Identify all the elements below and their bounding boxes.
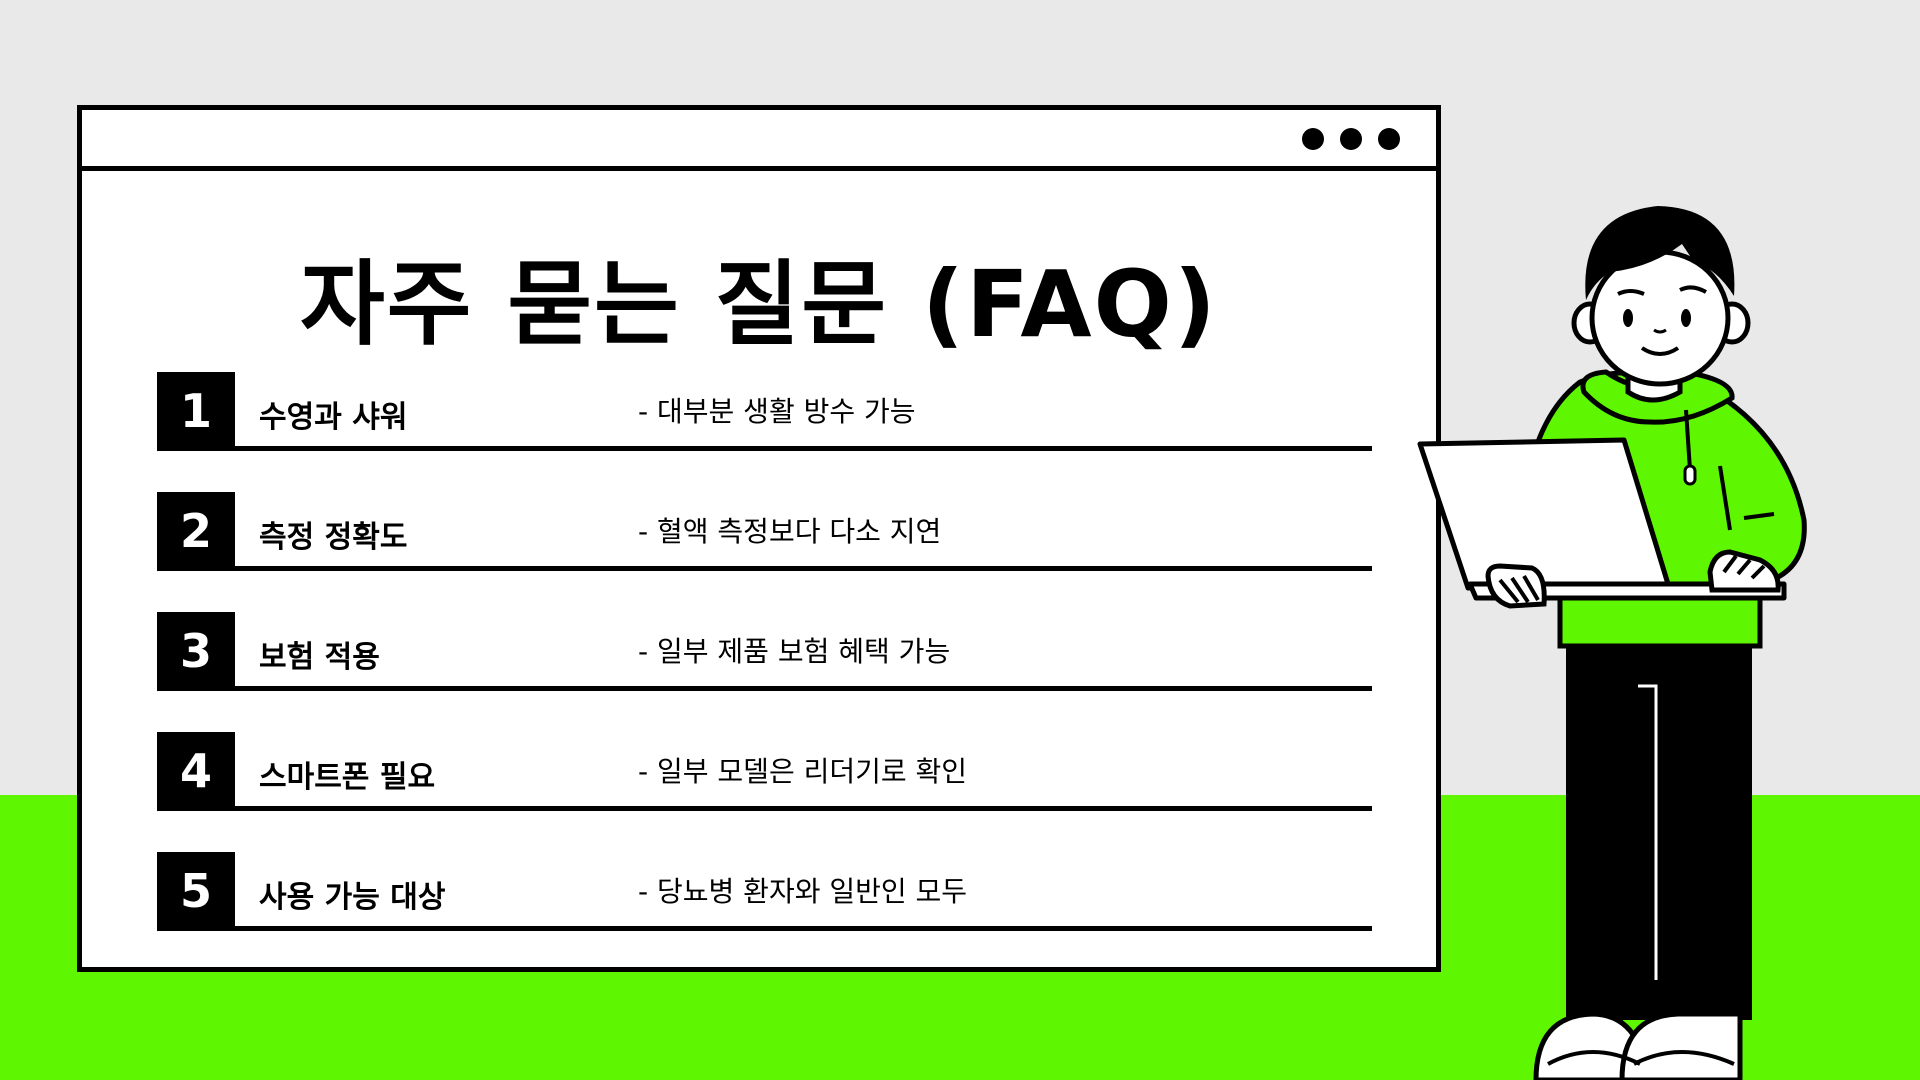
face (1589, 249, 1731, 387)
pants-crease (1638, 684, 1658, 980)
laptop-base (1467, 581, 1787, 601)
faq-item: 4 스마트폰 필요 - 일부 모델은 리더기로 확인 (157, 732, 1372, 852)
faq-number: 1 (157, 372, 235, 450)
faq-answer: - 대부분 생활 방수 가능 (638, 395, 916, 428)
laptop-screen (1417, 437, 1671, 591)
faq-number: 4 (157, 732, 235, 810)
shoe-right (1619, 1011, 1743, 1080)
faq-question: 수영과 샤워 (259, 400, 408, 435)
faq-question: 사용 가능 대상 (259, 880, 446, 915)
faq-answer: - 일부 모델은 리더기로 확인 (638, 755, 968, 788)
eye-left (1623, 309, 1633, 327)
eye-right (1681, 309, 1691, 327)
divider (157, 566, 1372, 571)
person-with-laptop-illustration (1417, 206, 1807, 1080)
divider (157, 926, 1372, 931)
faq-question: 보험 적용 (259, 640, 380, 675)
smile (1640, 346, 1680, 356)
faq-number: 2 (157, 492, 235, 570)
faq-item: 3 보험 적용 - 일부 제품 보험 혜택 가능 (157, 612, 1372, 732)
hair (1585, 206, 1735, 300)
faq-answer: - 혈액 측정보다 다소 지연 (638, 515, 942, 548)
faq-number: 5 (157, 852, 235, 930)
divider (157, 446, 1372, 451)
window-dots-icon (1302, 128, 1400, 150)
faq-answer: - 당뇨병 환자와 일반인 모두 (638, 875, 968, 908)
divider (157, 686, 1372, 691)
window-title-bar (82, 110, 1436, 171)
divider (157, 806, 1372, 811)
faq-item: 2 측정 정확도 - 혈액 측정보다 다소 지연 (157, 492, 1372, 612)
faq-answer: - 일부 제품 보험 혜택 가능 (638, 635, 951, 668)
faq-item: 1 수영과 샤워 - 대부분 생활 방수 가능 (157, 372, 1372, 492)
faq-question: 스마트폰 필요 (259, 760, 436, 795)
dot (1378, 128, 1400, 150)
pants (1566, 640, 1752, 1020)
faq-question: 측정 정확도 (259, 520, 408, 555)
dot (1340, 128, 1362, 150)
browser-window: 자주 묻는 질문 (FAQ) 1 수영과 샤워 - 대부분 생활 방수 가능 2… (77, 105, 1441, 972)
faq-item: 5 사용 가능 대상 - 당뇨병 환자와 일반인 모두 (157, 852, 1372, 972)
dot (1302, 128, 1324, 150)
faq-number: 3 (157, 612, 235, 690)
faq-list: 1 수영과 샤워 - 대부분 생활 방수 가능 2 측정 정확도 - 혈액 측정… (157, 372, 1372, 972)
page-title: 자주 묻는 질문 (FAQ) (300, 251, 1218, 358)
hand-right (1707, 549, 1781, 593)
